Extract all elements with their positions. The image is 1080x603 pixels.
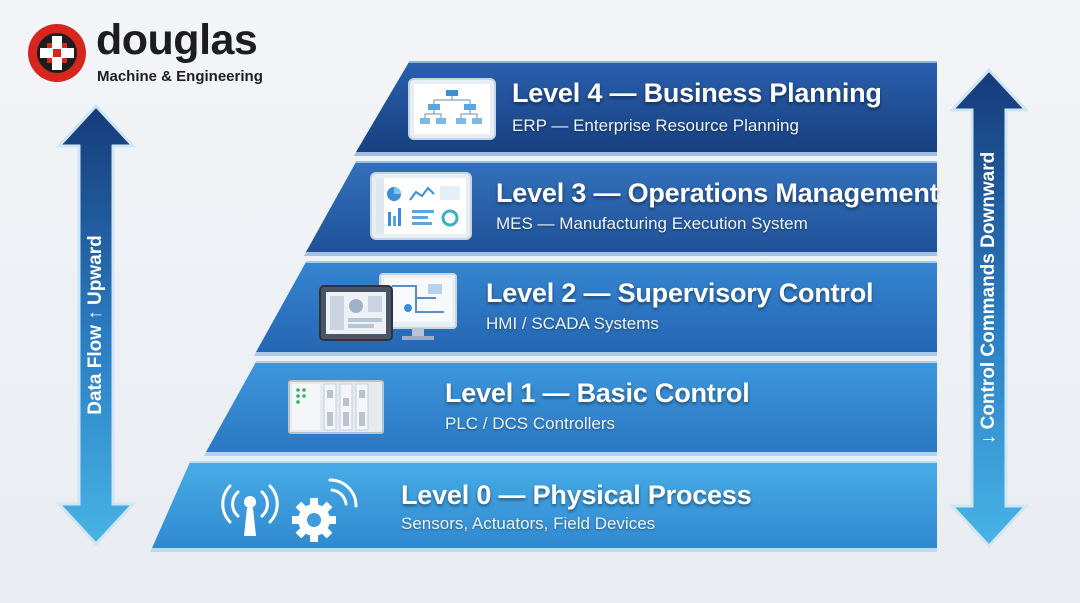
- douglas-logo-icon: [28, 24, 86, 82]
- level-1-subtitle: PLC / DCS Controllers: [445, 414, 616, 433]
- level-0-subtitle: Sensors, Actuators, Field Devices: [401, 514, 656, 533]
- brand-tagline: Machine & Engineering: [97, 68, 263, 85]
- level-2-title: Level 2 — Supervisory Control: [486, 278, 874, 308]
- hmi-scada-screens-icon: [319, 273, 457, 341]
- level-0-slab: Level 0 — Physical Process Sensors, Actu…: [150, 460, 939, 552]
- data-flow-arrow: Data Flow ↑ Upward: [55, 102, 137, 548]
- level-3-title: Level 3 — Operations Management: [496, 178, 939, 208]
- org-chart-monitor-icon: [408, 78, 496, 140]
- level-1-title: Level 1 — Basic Control: [445, 378, 750, 408]
- level-0-title: Level 0 — Physical Process: [401, 480, 752, 510]
- level-3-slab: Level 3 — Operations Management MES — Ma…: [304, 160, 939, 256]
- level-4-subtitle: ERP — Enterprise Resource Planning: [512, 116, 799, 135]
- control-commands-arrow: ↓ Control Commands Downward: [948, 66, 1030, 550]
- brand-name: douglas: [96, 16, 258, 64]
- level-2-subtitle: HMI / SCADA Systems: [486, 314, 659, 333]
- level-4-slab: Level 4 — Business Planning ERP — Enterp…: [354, 60, 939, 156]
- level-3-subtitle: MES — Manufacturing Execution System: [496, 214, 808, 233]
- sensor-gear-icon: [221, 478, 358, 542]
- level-2-slab: Level 2 — Supervisory Control HMI / SCAD…: [254, 260, 939, 356]
- level-1-slab: Level 1 — Basic Control PLC / DCS Contro…: [204, 360, 939, 456]
- brand-logo: douglas Machine & Engineering: [26, 16, 286, 92]
- control-commands-label: ↓ Control Commands Downward: [978, 151, 999, 445]
- data-flow-label: Data Flow ↑ Upward: [85, 235, 106, 415]
- plc-rack-icon: [288, 380, 384, 434]
- dashboard-monitor-icon: [370, 172, 472, 240]
- level-4-title: Level 4 — Business Planning: [512, 78, 882, 108]
